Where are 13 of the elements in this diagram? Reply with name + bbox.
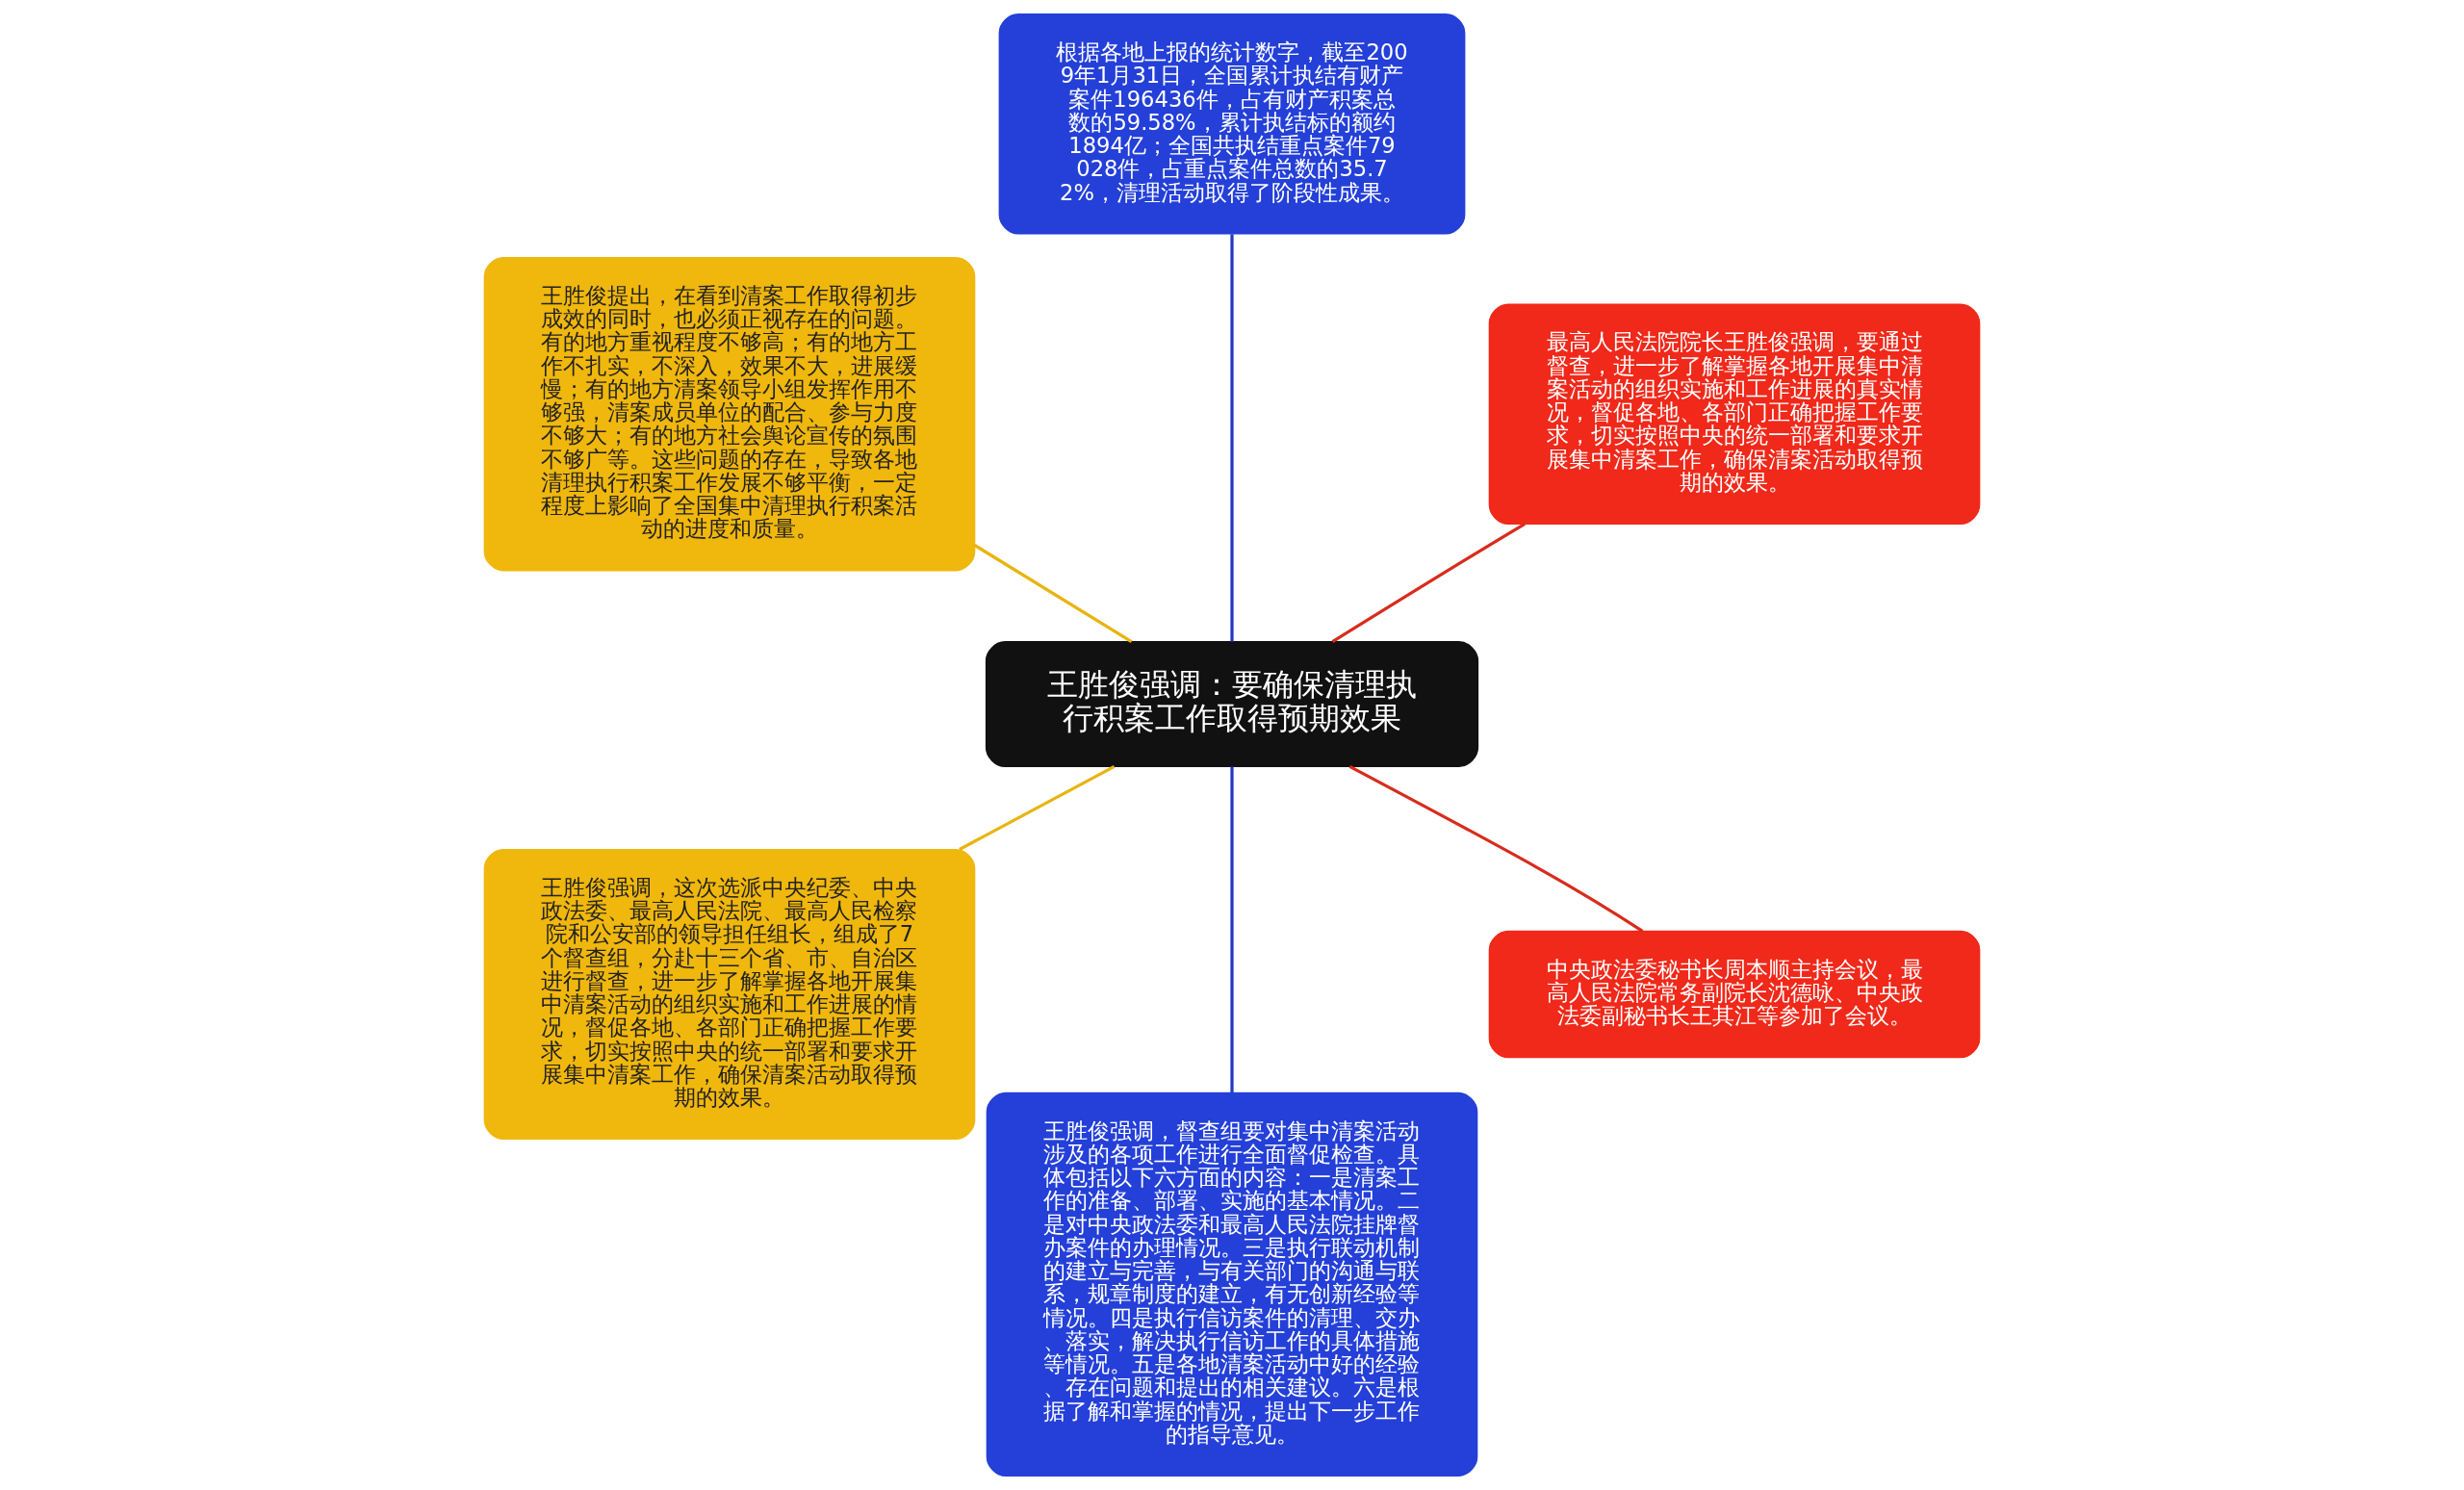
connector	[1348, 764, 1644, 933]
connector	[1230, 234, 1234, 642]
node-box: 王胜俊强调，督查组要对集中清案活动涉及的各项工作进行全面督促检查。具体包括以下六方面的内容：一是清案工作的准备、部署、实施的基本情况。二是对中央政法委和最高人民法院挂牌督办案件的办理情况。三是执行联动机制的建立与完善，与有关部门的沟通与联系，规章制度的建立，有无创新经验等情况。四是执行信访案件的清理、交办、落实，解决执行信访工作的具体措施等情况。五是各地清案活动中好的经验、存在问题和提出的相关建议。六是根据了解和掌握的情况，提出下一步工作的指导意见。	[986, 1092, 1478, 1477]
node-box: 王胜俊提出，在看到清案工作取得初步成效的同时，也必须正视存在的问题。有的地方重视程度不够高；有的地方工作不扎实，不深入，效果不大，进展缓慢；有的地方清案领导小组发挥作用不够强，清案成员单位的配合、参与力度不够大；有的地方社会舆论宣传的氛围不够广等。这些问题的存在，导致各地清理执行积案工作发展不够平衡，一定程度上影响了全国集中清理执行积案活动的进度和质量。	[483, 256, 976, 572]
connector	[1331, 523, 1526, 644]
node-box: 王胜俊强调：要确保清理执行积案工作取得预期效果	[985, 641, 1479, 767]
connector	[959, 764, 1116, 851]
connector	[1230, 766, 1234, 1093]
node-box: 王胜俊强调，这次选派中央纪委、中央政法委、最高人民法院、最高人民检察院和公安部的领导担任组长，组成了7个督查组，分赴十三个省、市、自治区进行督查，进一步了解掌握各地开展集中清案活动的组织实施和工作进展的情况，督促各地、各部门正确把握工作要求，切实按照中央的统一部署和要求开展集中清案工作，确保清案活动取得预期的效果。	[483, 848, 976, 1141]
node-box: 中央政法委秘书长周本顺主持会议，最高人民法院常务副院长沈德咏、中央政法委副秘书长王其江等参加了会议。	[1488, 930, 1981, 1059]
node-box: 根据各地上报的统计数字，截至2009年1月31日，全国累计执结有财产案件196436件，占有财产积案总数的59.58%，累计执结标的额约1894亿；全国共执结重点案件79028件，占重点案件总数的35.72%，清理活动取得了阶段性成果。	[998, 13, 1466, 235]
node-box: 最高人民法院院长王胜俊强调，要通过督查，进一步了解掌握各地开展集中清案活动的组织实施和工作进展的真实情况，督促各地、各部门正确把握工作要求，切实按照中央的统一部署和要求开展集中清案工作，确保清案活动取得预期的效果。	[1488, 303, 1981, 525]
connector	[973, 544, 1133, 644]
